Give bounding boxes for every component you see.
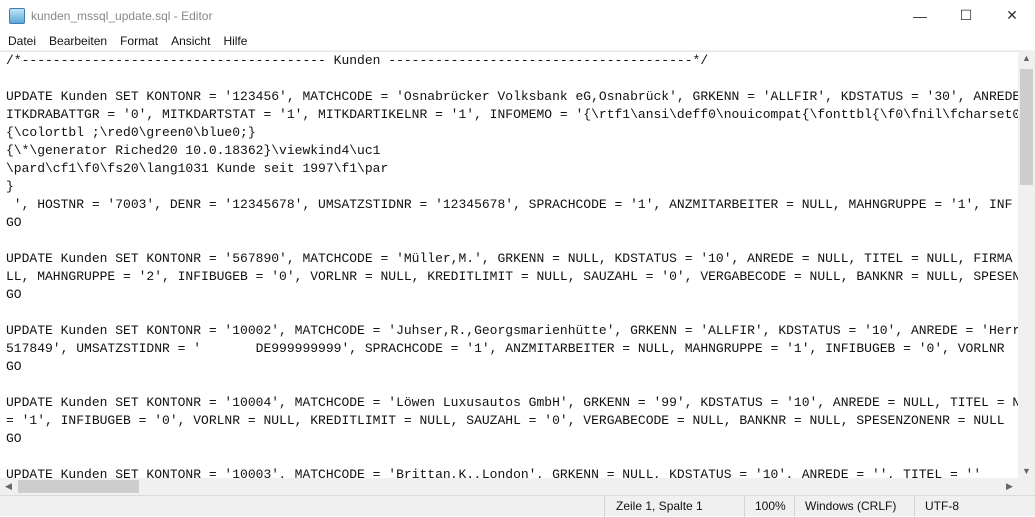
status-bar: Zeile 1, Spalte 1 100% Windows (CRLF) UT…	[0, 495, 1035, 517]
close-button[interactable]: ✕	[1006, 7, 1018, 23]
vertical-scrollbar[interactable]: ▲ ▼	[1018, 51, 1035, 478]
editor-line	[6, 304, 1018, 322]
editor-line: UPDATE Kunden SET KONTONR = '123456', MA…	[6, 89, 1018, 104]
menu-datei[interactable]: Datei	[8, 33, 37, 48]
editor-line: UPDATE Kunden SET KONTONR = '10002', MAT…	[6, 323, 1018, 338]
editor-line: UPDATE Kunden SET KONTONR = '567890', MA…	[6, 251, 1013, 266]
menu-format[interactable]: Format	[120, 33, 159, 48]
title-bar: kunden_mssql_update.sql - Editor — ☐ ✕	[0, 0, 1035, 31]
horizontal-scrollbar[interactable]: ◀ ▶	[0, 478, 1018, 495]
scroll-up-icon[interactable]: ▲	[1022, 53, 1031, 63]
editor-line: GO	[6, 215, 22, 230]
scroll-left-icon[interactable]: ◀	[5, 481, 12, 491]
editor-line: 517849', UMSATZSTIDNR = ' DE999999999', …	[6, 341, 1005, 356]
vertical-scroll-thumb[interactable]	[1020, 69, 1033, 185]
editor-line: \pard\cf1\f0\fs20\lang1031 Kunde seit 19…	[6, 161, 389, 176]
editor-content[interactable]: /*--------------------------------------…	[0, 52, 1018, 478]
editor-line: ', HOSTNR = '7003', DENR = '12345678', U…	[6, 197, 1013, 212]
editor-line: GO	[6, 287, 22, 302]
editor-line: ITKDRABATTGR = '0', MITKDARTSTAT = '1', …	[6, 107, 1018, 122]
menu-hilfe[interactable]: Hilfe	[223, 33, 248, 48]
editor-line	[6, 376, 1018, 394]
minimize-button[interactable]: —	[913, 7, 927, 24]
editor-line: UPDATE Kunden SET KONTONR = '10004', MAT…	[6, 395, 1018, 410]
notepad-icon	[9, 7, 25, 24]
maximize-button[interactable]: ☐	[959, 7, 973, 23]
scroll-down-icon[interactable]: ▼	[1022, 466, 1031, 476]
editor-line: }	[6, 179, 14, 194]
line-endings: Windows (CRLF)	[794, 496, 896, 517]
scroll-right-icon[interactable]: ▶	[1006, 481, 1013, 491]
editor-line: /*--------------------------------------…	[6, 53, 709, 68]
horizontal-scroll-thumb[interactable]	[18, 480, 139, 493]
editor-line	[6, 448, 1018, 466]
editor-line: UPDATE Kunden SET KONTONR = '10003', MAT…	[6, 467, 982, 478]
editor-line: LL, MAHNGRUPPE = '2', INFIBUGEB = '0', V…	[6, 269, 1018, 284]
editor-line	[6, 232, 1018, 250]
cursor-position: Zeile 1, Spalte 1	[604, 496, 703, 517]
menu-ansicht[interactable]: Ansicht	[171, 33, 211, 48]
text-editor[interactable]: /*--------------------------------------…	[0, 51, 1018, 478]
scrollbar-corner	[1018, 478, 1035, 495]
menu-bar: Datei Bearbeiten Format Ansicht Hilfe	[0, 31, 1035, 51]
editor-line: {\colortbl ;\red0\green0\blue0;}	[6, 125, 256, 140]
encoding: UTF-8	[914, 496, 959, 517]
editor-line: = '1', INFIBUGEB = '0', VORLNR = NULL, K…	[6, 413, 1005, 428]
editor-line: GO	[6, 431, 22, 446]
window-title: kunden_mssql_update.sql - Editor	[31, 8, 213, 23]
zoom-level: 100%	[744, 496, 786, 517]
editor-line: GO	[6, 359, 22, 374]
editor-line: {\*\generator Riched20 10.0.18362}\viewk…	[6, 143, 381, 158]
editor-line	[6, 70, 1018, 88]
menu-bearbeiten[interactable]: Bearbeiten	[49, 33, 108, 48]
